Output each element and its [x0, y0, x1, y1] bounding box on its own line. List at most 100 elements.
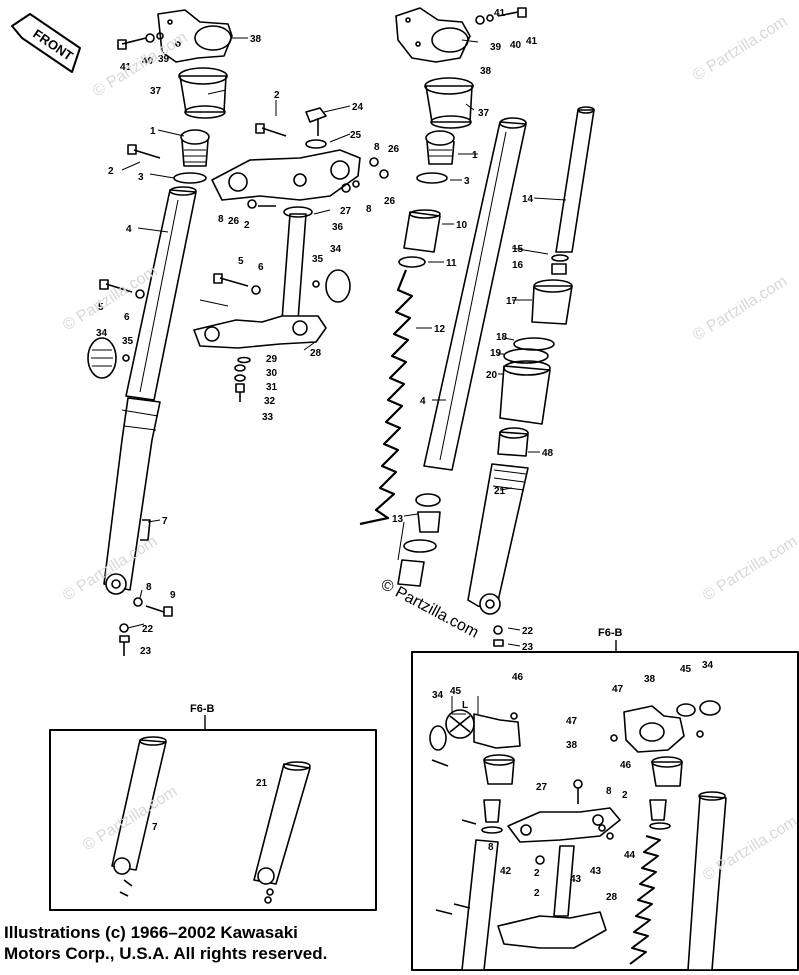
- callout: 23: [140, 646, 152, 657]
- callout: 13: [392, 514, 404, 525]
- callout: 21: [494, 486, 506, 497]
- callout: 24: [352, 102, 364, 113]
- callout: 47: [612, 684, 624, 695]
- callout: 38: [566, 740, 578, 751]
- callout: 2: [108, 166, 114, 177]
- callout: 7: [152, 822, 158, 833]
- callout: 45: [450, 686, 462, 697]
- callout: 30: [266, 368, 278, 379]
- callout: 22: [142, 624, 154, 635]
- callout: 34: [96, 328, 108, 339]
- left-fork-assembly: [87, 9, 233, 656]
- callout: 6: [258, 262, 264, 273]
- front-arrow: [11, 13, 81, 73]
- callout: 4: [420, 396, 426, 407]
- callout: 34: [432, 690, 444, 701]
- callout: 28: [606, 892, 618, 903]
- callout: 7: [162, 516, 168, 527]
- callout: 23: [522, 642, 534, 653]
- callout: 46: [512, 672, 524, 683]
- callout: 8: [374, 142, 380, 153]
- callout: 32: [264, 396, 276, 407]
- callout: 31: [266, 382, 278, 393]
- callout: 26: [388, 144, 400, 155]
- callout: 39: [490, 42, 502, 53]
- copyright-notice: Illustrations (c) 1966–2002 Kawasaki Mot…: [4, 922, 327, 964]
- callout: 40: [142, 56, 154, 67]
- callout: 41: [120, 62, 132, 73]
- callout: 37: [150, 86, 162, 97]
- callout: 25: [350, 130, 362, 141]
- callout: 11: [446, 258, 457, 269]
- callout: 35: [122, 336, 134, 347]
- callout: 28: [310, 348, 322, 359]
- callout: 34: [330, 244, 342, 255]
- callout: 44: [624, 850, 636, 861]
- callout: 16: [512, 260, 524, 271]
- callout: 27: [340, 206, 352, 217]
- callout: 38: [480, 66, 492, 77]
- callout: 35: [312, 254, 324, 265]
- callout: 46: [620, 760, 632, 771]
- callout: 48: [542, 448, 554, 459]
- callout: 47: [566, 716, 578, 727]
- callout: 43: [570, 874, 582, 885]
- copyright-line-2: Motors Corp., U.S.A. All rights reserved…: [4, 944, 328, 963]
- callout: 27: [536, 782, 548, 793]
- callout: 2: [622, 790, 628, 801]
- callout: 17: [506, 296, 518, 307]
- callout: 6: [124, 312, 130, 323]
- callout: 21: [256, 778, 268, 789]
- callout: 45: [680, 664, 692, 675]
- callout: 33: [262, 412, 274, 423]
- callout: 41: [494, 8, 506, 19]
- callout: 4: [126, 224, 132, 235]
- callout: 37: [478, 108, 490, 119]
- callout: 38: [644, 674, 656, 685]
- callout: 20: [486, 370, 498, 381]
- callout: 43: [590, 866, 602, 877]
- callout: 18: [496, 332, 508, 343]
- callout: 14: [522, 194, 534, 205]
- triple-clamp-assembly: [193, 107, 389, 402]
- callout: 29: [266, 354, 278, 365]
- callout: 1: [150, 126, 156, 137]
- callout: 8: [488, 842, 494, 853]
- callout: 5: [238, 256, 244, 267]
- callout: 9: [170, 590, 176, 601]
- callout-numbers: 38 41 40 39 37 1 2 3 4 5 6 34 35 7 8 9 2…: [96, 8, 714, 903]
- callout: 2: [274, 90, 280, 101]
- callout: 22: [522, 626, 534, 637]
- leader-lines: [121, 37, 567, 647]
- inset-label-left: F6-B: [190, 703, 215, 715]
- inset-label-right: F6-B: [598, 627, 623, 639]
- callout: 19: [490, 348, 502, 359]
- callout: 2: [534, 888, 540, 899]
- callout: 40: [510, 40, 522, 51]
- callout: 42: [500, 866, 512, 877]
- callout: 26: [228, 216, 240, 227]
- callout: 8: [146, 582, 152, 593]
- callout: 15: [512, 244, 524, 255]
- callout: 3: [138, 172, 144, 183]
- callout: 41: [526, 36, 538, 47]
- callout: 1: [472, 150, 478, 161]
- callout: 34: [702, 660, 714, 671]
- callout: 12: [434, 324, 446, 335]
- callout: 8: [366, 204, 372, 215]
- callout: 3: [464, 176, 470, 187]
- right-fork-assembly: [359, 7, 595, 647]
- callout: 8: [606, 786, 612, 797]
- left-inset: [49, 715, 377, 911]
- callout: 38: [250, 34, 262, 45]
- copyright-line-1: Illustrations (c) 1966–2002 Kawasaki: [4, 923, 298, 942]
- callout: 26: [384, 196, 396, 207]
- callout: 2: [244, 220, 250, 231]
- callout: 8: [218, 214, 224, 225]
- right-inset: [411, 640, 799, 971]
- callout: 10: [456, 220, 468, 231]
- dimension-label: L: [462, 700, 468, 711]
- callout: 2: [534, 868, 540, 879]
- callout: 5: [98, 302, 104, 313]
